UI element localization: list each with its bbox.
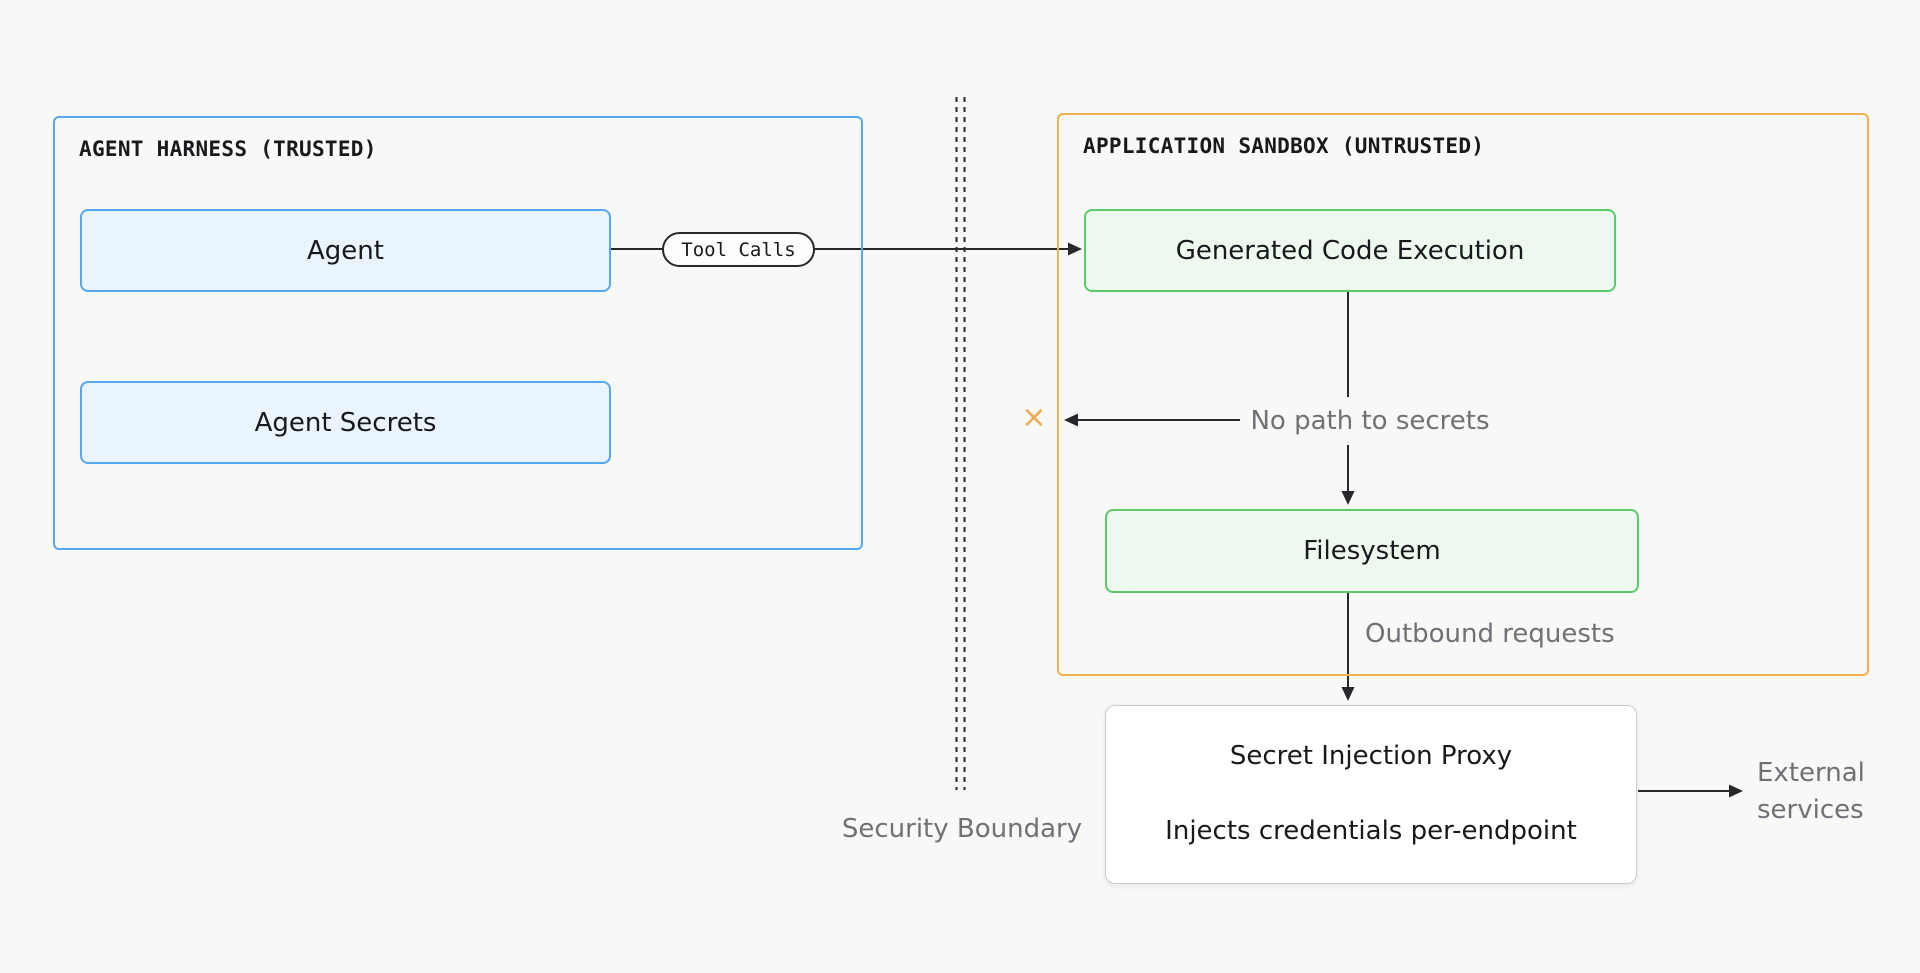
filesystem-node: Filesystem bbox=[1105, 509, 1639, 593]
secret-injection-proxy-node: Secret Injection Proxy Injects credentia… bbox=[1105, 705, 1637, 884]
security-boundary-label: Security Boundary bbox=[841, 814, 1083, 844]
proxy-to-external-arrow bbox=[1638, 784, 1743, 798]
tool-calls-label: Tool Calls bbox=[681, 238, 796, 261]
filesystem-node-label: Filesystem bbox=[1303, 536, 1441, 566]
external-services-label: External services bbox=[1757, 755, 1865, 829]
agent-harness-title: AGENT HARNESS (TRUSTED) bbox=[79, 137, 377, 161]
blocked-x-icon: × bbox=[1021, 400, 1047, 435]
no-path-to-secrets-label: No path to secrets bbox=[1250, 406, 1490, 436]
agent-secrets-node: Agent Secrets bbox=[80, 381, 611, 464]
agent-node: Agent bbox=[80, 209, 611, 292]
filesystem-to-proxy-arrow bbox=[1341, 592, 1355, 701]
external-services-line1: External bbox=[1757, 758, 1865, 788]
agent-node-label: Agent bbox=[307, 235, 384, 266]
generated-code-execution-label: Generated Code Execution bbox=[1175, 235, 1525, 266]
agent-secrets-node-label: Agent Secrets bbox=[254, 407, 437, 438]
external-services-line2: services bbox=[1757, 795, 1864, 825]
gce-to-filesystem-arrow bbox=[1341, 291, 1355, 505]
secret-injection-proxy-title: Secret Injection Proxy bbox=[1229, 741, 1513, 771]
application-sandbox-title: APPLICATION SANDBOX (UNTRUSTED) bbox=[1083, 134, 1485, 158]
secret-injection-proxy-description: Injects credentials per-endpoint bbox=[1165, 816, 1577, 846]
agent-harness-zone: AGENT HARNESS (TRUSTED) Agent Agent Secr… bbox=[53, 116, 863, 550]
generated-code-execution-node: Generated Code Execution bbox=[1084, 209, 1616, 292]
security-boundary-line bbox=[955, 97, 966, 790]
tool-calls-badge: Tool Calls bbox=[662, 232, 815, 267]
outbound-requests-label: Outbound requests bbox=[1365, 619, 1615, 649]
application-sandbox-zone: APPLICATION SANDBOX (UNTRUSTED) Generate… bbox=[1057, 113, 1869, 676]
no-path-arrow bbox=[1064, 413, 1240, 427]
